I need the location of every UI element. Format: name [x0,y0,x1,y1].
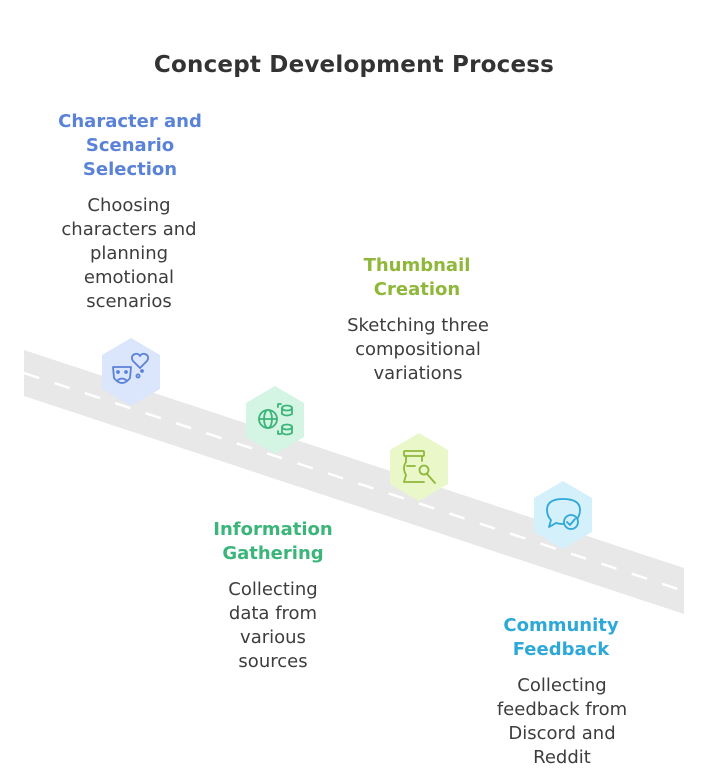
vase-brush-icon [403,450,436,484]
road-center-dashes [23,371,685,593]
step-3-marker [390,433,448,501]
step-1-marker [102,338,160,406]
step-4-title: Community Feedback [503,615,619,660]
road-band [24,350,684,614]
step-2-title: Information Gathering [213,519,333,564]
step-4-marker [534,481,592,549]
step-1-description: Choosing characters and planning emotion… [61,195,197,312]
step-2-marker [246,386,304,454]
chat-check-icon [546,498,581,530]
step-4-description: Collecting feedback from Discord and Red… [496,675,628,768]
globe-database-icon [258,403,293,436]
step-3-title: Thumbnail Creation [363,255,471,300]
page-title: Concept Development Process [153,52,555,78]
step-3-description: Sketching three compositional variations [347,315,489,384]
step-1-title: Character and Scenario Selection [58,111,202,180]
mask-heart-icon [112,352,150,384]
step-2-description: Collecting data from various sources [228,579,318,672]
